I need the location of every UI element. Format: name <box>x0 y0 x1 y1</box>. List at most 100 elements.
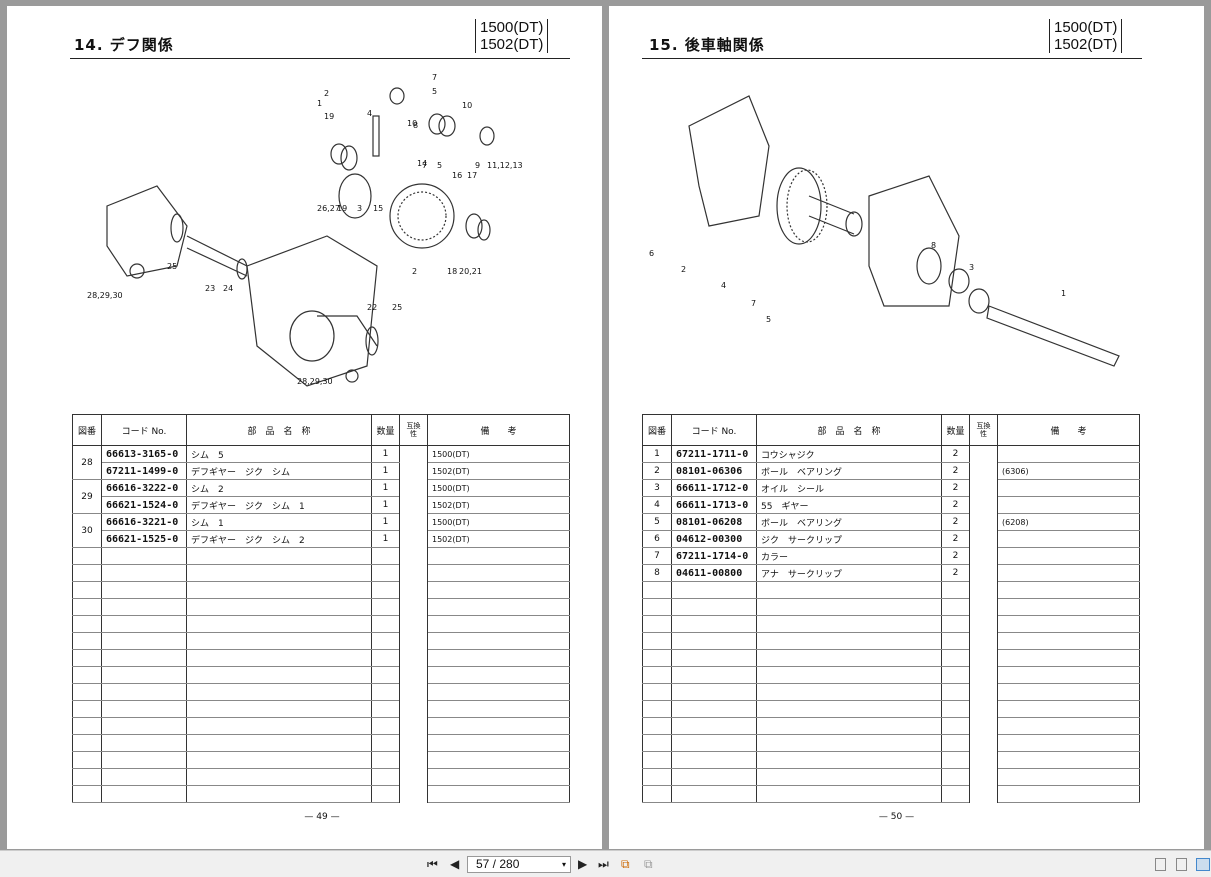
rotate-page-icon[interactable]: ⧉ <box>621 857 630 871</box>
callout-label: 6 <box>649 249 654 258</box>
quantity: 2 <box>941 513 970 531</box>
figure-number <box>642 751 672 769</box>
page-number: — 49 — <box>304 812 340 822</box>
part-code: 04611-00800 <box>671 564 757 582</box>
model: 1502(DT) <box>480 36 544 53</box>
remarks <box>997 632 1140 650</box>
figure-number <box>72 717 102 735</box>
part-code <box>101 564 187 582</box>
part-code: 08101-06208 <box>671 513 757 531</box>
quantity: 1 <box>371 462 400 480</box>
empty-row <box>72 683 570 701</box>
model: 1500(DT) <box>480 19 544 36</box>
figure-number <box>642 785 672 803</box>
part-name <box>186 564 372 582</box>
empty-row <box>72 666 570 684</box>
quantity <box>371 547 400 565</box>
table-header: 図番コード No.部 品 名 称数量互換性備 考 <box>72 414 570 446</box>
callout-label: 4 <box>721 281 726 290</box>
next-page-button[interactable]: ▶ <box>578 857 588 871</box>
part-name <box>186 547 372 565</box>
remarks <box>997 751 1140 769</box>
empty-row <box>72 751 570 769</box>
quantity <box>371 581 400 599</box>
part-name: ボール ベアリング <box>756 462 942 480</box>
figure-number: 28 <box>72 445 102 480</box>
empty-row <box>642 666 1140 684</box>
figure-number <box>72 615 102 633</box>
part-name: デフギヤー ジク シム 1 <box>186 496 372 514</box>
callout-label: 19 <box>337 204 347 213</box>
remarks <box>427 717 570 735</box>
empty-row <box>72 547 570 565</box>
part-name <box>186 717 372 735</box>
last-page-button[interactable]: ⏭ <box>598 857 609 871</box>
part-name <box>186 768 372 786</box>
part-code <box>101 632 187 650</box>
remarks <box>427 632 570 650</box>
part-code: 04612-00300 <box>671 530 757 548</box>
prev-page-button[interactable]: ◀ <box>450 857 460 871</box>
quantity <box>941 581 970 599</box>
part-code <box>101 581 187 599</box>
quantity <box>941 615 970 633</box>
column-header: 部 品 名 称 <box>756 414 942 446</box>
quantity <box>371 751 400 769</box>
chevron-down-icon[interactable]: ▾ <box>561 860 566 869</box>
quantity <box>941 683 970 701</box>
callout-label: 3 <box>357 204 362 213</box>
part-code <box>671 649 757 667</box>
first-page-button[interactable]: ⏮ <box>427 857 438 871</box>
empty-row <box>642 615 1140 633</box>
column-header: 備 考 <box>997 414 1140 446</box>
single-page-view-icon[interactable] <box>1155 858 1166 871</box>
part-code: 66616-3222-0 <box>101 479 187 497</box>
part-code <box>671 734 757 752</box>
part-name: アナ サークリップ <box>756 564 942 582</box>
part-name <box>756 615 942 633</box>
continuous-view-icon[interactable] <box>1176 858 1187 871</box>
quantity <box>941 700 970 718</box>
page-number-field[interactable]: 57 / 280▾ <box>467 856 571 873</box>
figure-number: 2 <box>642 462 672 480</box>
quantity <box>371 683 400 701</box>
figure-number <box>642 632 672 650</box>
quantity: 1 <box>371 496 400 514</box>
quantity: 2 <box>941 564 970 582</box>
part-code <box>101 615 187 633</box>
remarks <box>997 598 1140 616</box>
copy-page-icon[interactable]: ⧉ <box>644 857 653 871</box>
remarks <box>427 700 570 718</box>
part-code <box>671 751 757 769</box>
callout-label: 25 <box>392 303 402 312</box>
figure-number: 4 <box>642 496 672 514</box>
figure-number <box>72 700 102 718</box>
part-name <box>756 700 942 718</box>
remarks <box>997 649 1140 667</box>
callout-label: 3 <box>969 263 974 272</box>
quantity <box>371 632 400 650</box>
figure-number <box>642 581 672 599</box>
part-code <box>671 615 757 633</box>
part-name <box>186 649 372 667</box>
quantity <box>371 717 400 735</box>
quantity: 1 <box>371 479 400 497</box>
figure-number <box>642 598 672 616</box>
remarks <box>997 547 1140 565</box>
callout-label: 20,21 <box>459 267 482 276</box>
figure-number <box>72 666 102 684</box>
callout-label: 25 <box>167 262 177 271</box>
part-name <box>186 615 372 633</box>
quantity <box>941 734 970 752</box>
quantity: 2 <box>941 479 970 497</box>
two-page-view-icon[interactable] <box>1196 858 1210 871</box>
part-name: カラー <box>756 547 942 565</box>
figure-number <box>642 700 672 718</box>
title-rule <box>642 58 1142 59</box>
part-code <box>101 785 187 803</box>
column-header: 互換性 <box>399 414 428 446</box>
